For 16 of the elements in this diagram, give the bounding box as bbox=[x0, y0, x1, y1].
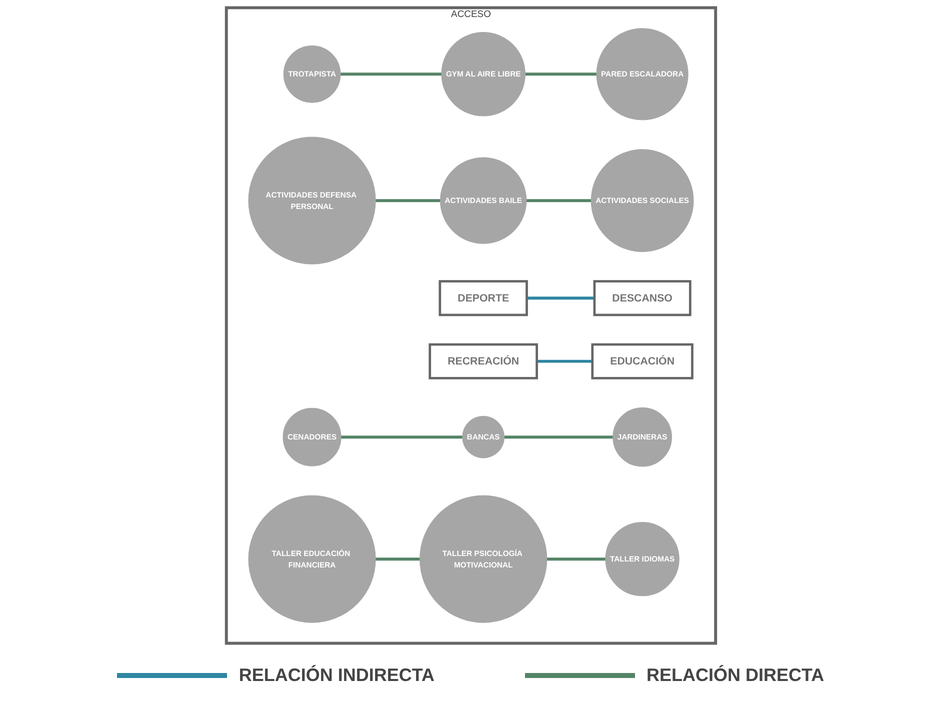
connector bbox=[340, 435, 462, 438]
connector bbox=[375, 557, 420, 560]
node-box: EDUCACIÓN bbox=[590, 342, 693, 379]
connector bbox=[524, 72, 596, 76]
connector bbox=[536, 359, 592, 362]
legend-text: RELACIÓN DIRECTA bbox=[646, 664, 824, 686]
node-box: RECREACIÓN bbox=[428, 342, 538, 379]
node-box: DEPORTE bbox=[438, 280, 528, 316]
connector bbox=[340, 72, 442, 76]
node-box: DESCANSO bbox=[592, 280, 691, 316]
connector bbox=[546, 557, 606, 560]
connector bbox=[375, 198, 440, 202]
legend-text: RELACIÓN INDIRECTA bbox=[238, 664, 434, 686]
connector bbox=[526, 198, 591, 202]
connector bbox=[526, 296, 594, 300]
connector bbox=[504, 435, 612, 438]
